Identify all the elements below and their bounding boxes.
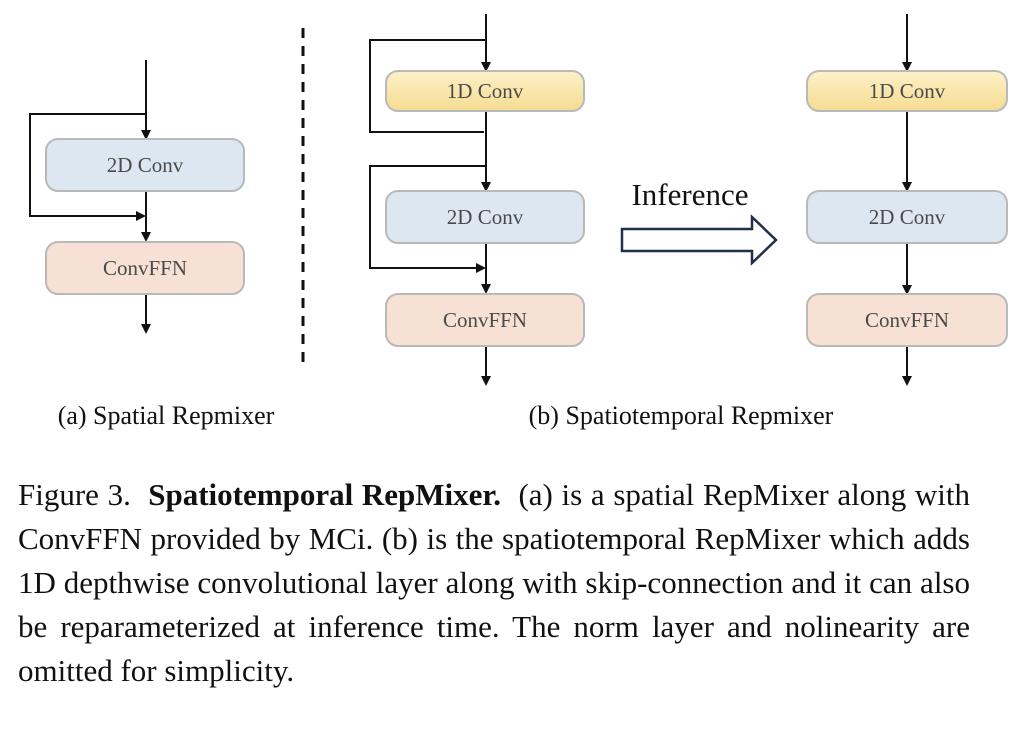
a-conv2d-box [45, 138, 245, 192]
c-convffn-label: ConvFFN [865, 308, 949, 332]
b-conv2d-box [385, 190, 585, 244]
subcaption-a: (a) Spatial Repmixer [58, 401, 275, 430]
panel-b [369, 14, 491, 386]
c-conv1d-box [806, 70, 1008, 112]
figure-title: Spatiotemporal RepMixer. [148, 477, 502, 512]
b-convffn-box [385, 293, 585, 347]
inference-arrow-icon [620, 214, 778, 266]
b-conv1d-label: 1D Conv [447, 79, 524, 103]
panel-a [29, 60, 151, 334]
b-conv1d-box [385, 70, 585, 112]
figure-caption: Figure 3. Spatiotemporal RepMixer. (a) i… [18, 473, 970, 693]
figure-label: Figure 3. [18, 477, 131, 512]
b-skip-connection-2 [369, 165, 486, 273]
b-skip-connection-1 [369, 39, 486, 133]
c-convffn-box [806, 293, 1008, 347]
a-conv2d-label: 2D Conv [107, 153, 184, 177]
inference-label: Inference [631, 177, 748, 212]
a-convffn-box [45, 241, 245, 295]
c-conv1d-label: 1D Conv [869, 79, 946, 103]
b-convffn-label: ConvFFN [443, 308, 527, 332]
c-conv2d-label: 2D Conv [869, 205, 946, 229]
c-conv2d-box [806, 190, 1008, 244]
caption-body: (a) is a spatial RepMixer along with Con… [18, 477, 970, 688]
a-convffn-label: ConvFFN [103, 256, 187, 280]
b-conv2d-label: 2D Conv [447, 205, 524, 229]
subcaption-b: (b) Spatiotemporal Repmixer [529, 401, 834, 430]
a-skip-connection [29, 113, 146, 221]
